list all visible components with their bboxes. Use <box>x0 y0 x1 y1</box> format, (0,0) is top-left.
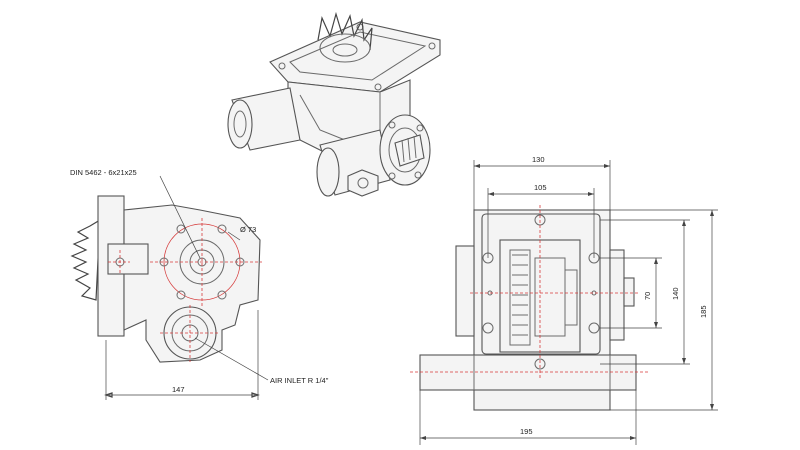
dim-105: 105 <box>534 183 547 192</box>
spline-label: DIN 5462 - 6x21x25 <box>70 168 137 177</box>
dim-185: 185 <box>699 305 708 318</box>
dim-147: 147 <box>172 385 185 394</box>
front-view: 130 105 70 140 185 195 <box>410 155 718 445</box>
air-inlet-label: AIR INLET R 1/4" <box>270 376 329 385</box>
diameter-label: Ø 73 <box>240 225 256 234</box>
dim-70: 70 <box>643 292 652 300</box>
dim-140: 140 <box>671 287 680 300</box>
isometric-view <box>227 11 441 197</box>
gear-teeth <box>317 11 373 63</box>
side-view: DIN 5462 - 6x21x25 Ø 73 AIR INLET R 1/4"… <box>70 168 329 400</box>
dim-195: 195 <box>520 427 533 436</box>
dim-130: 130 <box>532 155 545 164</box>
